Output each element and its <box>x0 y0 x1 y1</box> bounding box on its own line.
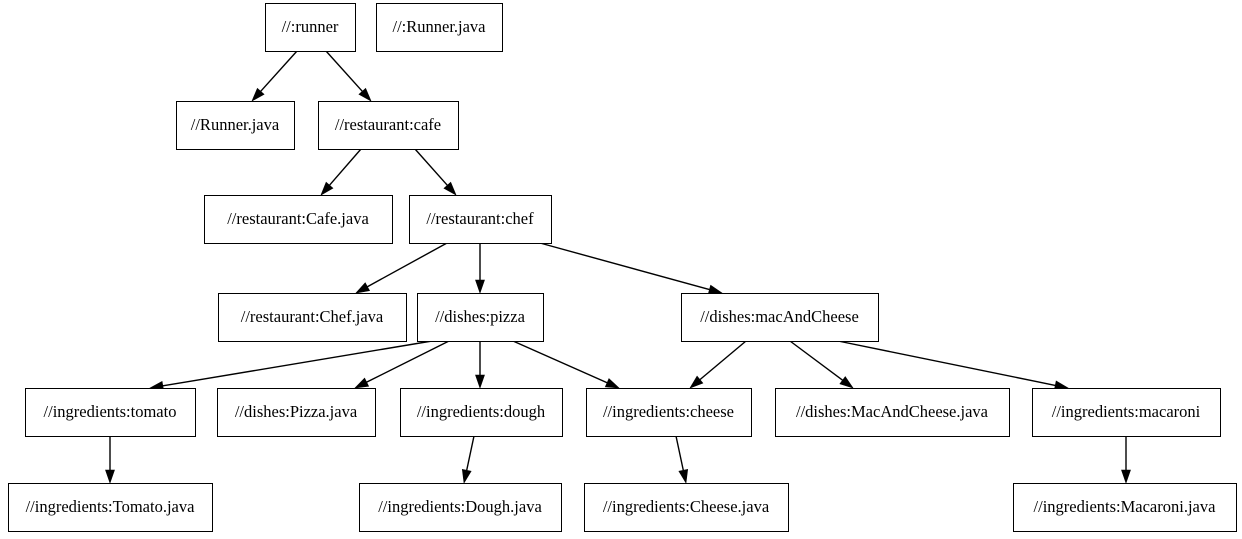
node-label-macaroni_java: //ingredients:Macaroni.java <box>1034 497 1217 516</box>
edge-ing_macaroni-to-macaroni_java <box>1121 436 1131 484</box>
node-pizza_java[interactable]: //dishes:Pizza.java <box>216 387 377 438</box>
node-label-dough_java: //ingredients:Dough.java <box>378 497 542 516</box>
node-tomato_java[interactable]: //ingredients:Tomato.java <box>7 482 214 533</box>
node-box-runner_java[interactable] <box>175 100 296 151</box>
node-mac_java[interactable]: //dishes:MacAndCheese.java <box>774 387 1011 438</box>
edge-restaurant_chef-to-dishes_pizza <box>475 243 485 294</box>
node-label-ing_dough: //ingredients:dough <box>417 402 546 421</box>
edge-ing_tomato-to-tomato_java <box>105 436 115 484</box>
edges-layer <box>105 50 1131 484</box>
node-restaurant_chef[interactable]: //restaurant:chef <box>408 194 553 245</box>
node-box-pizza_java[interactable] <box>216 387 377 438</box>
node-label-restaurant_chef: //restaurant:chef <box>426 209 534 228</box>
node-box-cheese_java[interactable] <box>583 482 790 533</box>
node-label-dishes_mac: //dishes:macAndCheese <box>700 307 859 326</box>
edge-dishes_pizza-to-pizza_java <box>354 340 450 389</box>
node-box-cafe_java[interactable] <box>203 194 394 245</box>
node-box-dishes_pizza[interactable] <box>416 292 545 343</box>
node-chef_java[interactable]: //restaurant:Chef.java <box>217 292 408 343</box>
node-label-mac_java: //dishes:MacAndCheese.java <box>796 402 989 421</box>
node-box-dough_java[interactable] <box>358 482 563 533</box>
node-dishes_pizza[interactable]: //dishes:pizza <box>416 292 545 343</box>
edge-dishes_mac-to-mac_java <box>789 340 854 389</box>
node-label-ing_tomato: //ingredients:tomato <box>44 402 177 421</box>
edge-dishes_mac-to-ing_cheese <box>689 340 747 389</box>
edge-restaurant_chef-to-dishes_mac <box>539 242 723 295</box>
node-runner[interactable]: //:runner <box>264 2 357 53</box>
node-box-macaroni_java[interactable] <box>1012 482 1238 533</box>
node-label-cheese_java: //ingredients:Cheese.java <box>603 497 770 516</box>
node-runner_java[interactable]: //Runner.java <box>175 100 296 151</box>
node-ing_cheese[interactable]: //ingredients:cheese <box>585 387 753 438</box>
node-label-ing_macaroni: //ingredients:macaroni <box>1052 402 1201 421</box>
edge-dishes_pizza-to-ing_tomato <box>149 340 433 391</box>
edge-restaurant_cafe-to-restaurant_chef <box>414 148 457 196</box>
node-box-restaurant_cafe[interactable] <box>317 100 460 151</box>
node-box-dishes_mac[interactable] <box>680 292 880 343</box>
nodes-layer: //:runner //:Runner.java //Runner.java //re… <box>7 2 1238 533</box>
edge-ing_cheese-to-cheese_java <box>675 435 689 484</box>
node-box-ing_cheese[interactable] <box>585 387 753 438</box>
node-label-runner_java_root: //:Runner.java <box>392 17 486 36</box>
node-ing_dough[interactable]: //ingredients:dough <box>399 387 564 438</box>
node-box-ing_tomato[interactable] <box>24 387 197 438</box>
node-box-ing_macaroni[interactable] <box>1031 387 1222 438</box>
node-label-cafe_java: //restaurant:Cafe.java <box>227 209 369 228</box>
node-restaurant_cafe[interactable]: //restaurant:cafe <box>317 100 460 151</box>
edge-ing_dough-to-dough_java <box>461 435 475 484</box>
node-label-chef_java: //restaurant:Chef.java <box>241 307 384 326</box>
node-macaroni_java[interactable]: //ingredients:Macaroni.java <box>1012 482 1238 533</box>
edge-runner-to-runner_java <box>251 50 298 102</box>
node-runner_java_root[interactable]: //:Runner.java <box>375 2 504 53</box>
node-dough_java[interactable]: //ingredients:Dough.java <box>358 482 563 533</box>
node-label-tomato_java: //ingredients:Tomato.java <box>26 497 196 516</box>
node-label-runner_java: //Runner.java <box>191 115 280 134</box>
node-box-tomato_java[interactable] <box>7 482 214 533</box>
edge-dishes_pizza-to-ing_cheese <box>512 340 620 389</box>
edge-restaurant_chef-to-chef_java <box>355 242 448 294</box>
node-ing_tomato[interactable]: //ingredients:tomato <box>24 387 197 438</box>
node-dishes_mac[interactable]: //dishes:macAndCheese <box>680 292 880 343</box>
node-box-mac_java[interactable] <box>774 387 1011 438</box>
node-box-ing_dough[interactable] <box>399 387 564 438</box>
node-cheese_java[interactable]: //ingredients:Cheese.java <box>583 482 790 533</box>
node-box-restaurant_chef[interactable] <box>408 194 553 245</box>
edge-restaurant_cafe-to-cafe_java <box>320 148 362 196</box>
node-cafe_java[interactable]: //restaurant:Cafe.java <box>203 194 394 245</box>
node-label-runner: //:runner <box>282 17 339 36</box>
node-box-chef_java[interactable] <box>217 292 408 343</box>
node-box-runner_java_root[interactable] <box>375 2 504 53</box>
edge-dishes_mac-to-ing_macaroni <box>837 340 1069 391</box>
node-box-runner[interactable] <box>264 2 357 53</box>
edge-dishes_pizza-to-ing_dough <box>475 341 485 389</box>
node-label-ing_cheese: //ingredients:cheese <box>603 402 734 421</box>
edge-runner-to-restaurant_cafe <box>325 50 372 102</box>
node-ing_macaroni[interactable]: //ingredients:macaroni <box>1031 387 1222 438</box>
node-label-dishes_pizza: //dishes:pizza <box>435 307 525 326</box>
node-label-restaurant_cafe: //restaurant:cafe <box>335 115 441 134</box>
node-label-pizza_java: //dishes:Pizza.java <box>235 402 358 421</box>
